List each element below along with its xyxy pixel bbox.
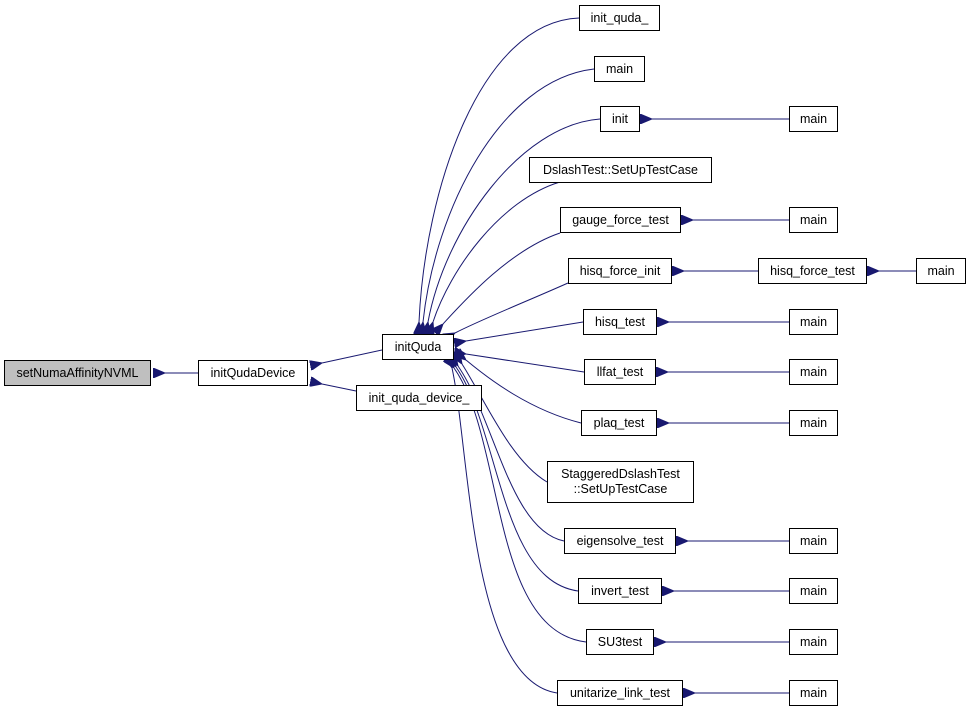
node-staggered-line1: StaggeredDslashTest (561, 467, 680, 481)
edge-init-initQuda (428, 118, 601, 322)
edge-dslash-initQuda (433, 181, 561, 322)
node-eigensolve_test[interactable]: eigensolve_test (564, 528, 676, 554)
edge-gauge-initQuda (443, 232, 561, 324)
node-main-hisq-force[interactable]: main (916, 258, 966, 284)
edge-plaq-initQuda (466, 360, 582, 424)
node-main-plaq[interactable]: main (789, 410, 838, 436)
node-staggered-setup[interactable]: StaggeredDslashTest ::SetUpTestCase (547, 461, 694, 503)
node-init_quda_[interactable]: init_quda_ (579, 5, 660, 31)
edge-hisqforceinit-initQuda (455, 282, 569, 333)
node-main-invert[interactable]: main (789, 578, 838, 604)
node-main-eigen[interactable]: main (789, 528, 838, 554)
node-dslash-setup[interactable]: DslashTest::SetUpTestCase (529, 157, 712, 183)
node-main-a[interactable]: main (594, 56, 645, 82)
node-main-su3[interactable]: main (789, 629, 838, 655)
edge-staggered-initQuda (462, 364, 548, 483)
node-hisq_force_init[interactable]: hisq_force_init (568, 258, 672, 284)
node-staggered-line2: ::SetUpTestCase (573, 482, 668, 496)
node-initQuda[interactable]: initQuda (382, 334, 454, 360)
edge-initQuda-initQudaDevice (322, 349, 383, 363)
edge-init_quda_-initQuda (419, 17, 580, 322)
edge-main_a-initQuda (423, 68, 595, 322)
node-SU3test[interactable]: SU3test (586, 629, 654, 655)
node-setNumaAffinityNVML: setNumaAffinityNVML (4, 360, 151, 386)
node-plaq_test[interactable]: plaq_test (581, 410, 657, 436)
node-main-llfat[interactable]: main (789, 359, 838, 385)
node-init_quda_device_[interactable]: init_quda_device_ (356, 385, 482, 411)
edge-llfat-initQuda (466, 354, 585, 373)
edge-hisqtest-initQuda (466, 321, 584, 341)
node-init[interactable]: init (600, 106, 640, 132)
node-initQudaDevice[interactable]: initQudaDevice (198, 360, 308, 386)
node-main-unitarize[interactable]: main (789, 680, 838, 706)
node-llfat_test[interactable]: llfat_test (584, 359, 656, 385)
node-main-init[interactable]: main (789, 106, 838, 132)
node-gauge_force_test[interactable]: gauge_force_test (560, 207, 681, 233)
node-hisq_force_test[interactable]: hisq_force_test (758, 258, 867, 284)
node-invert_test[interactable]: invert_test (578, 578, 662, 604)
edge-init_quda_device-initQudaDevice (322, 384, 357, 392)
edge-unitarize-initQuda (452, 368, 558, 694)
node-unitarize_link_test[interactable]: unitarize_link_test (557, 680, 683, 706)
node-hisq_test[interactable]: hisq_test (583, 309, 657, 335)
node-main-gauge[interactable]: main (789, 207, 838, 233)
node-main-hisq[interactable]: main (789, 309, 838, 335)
